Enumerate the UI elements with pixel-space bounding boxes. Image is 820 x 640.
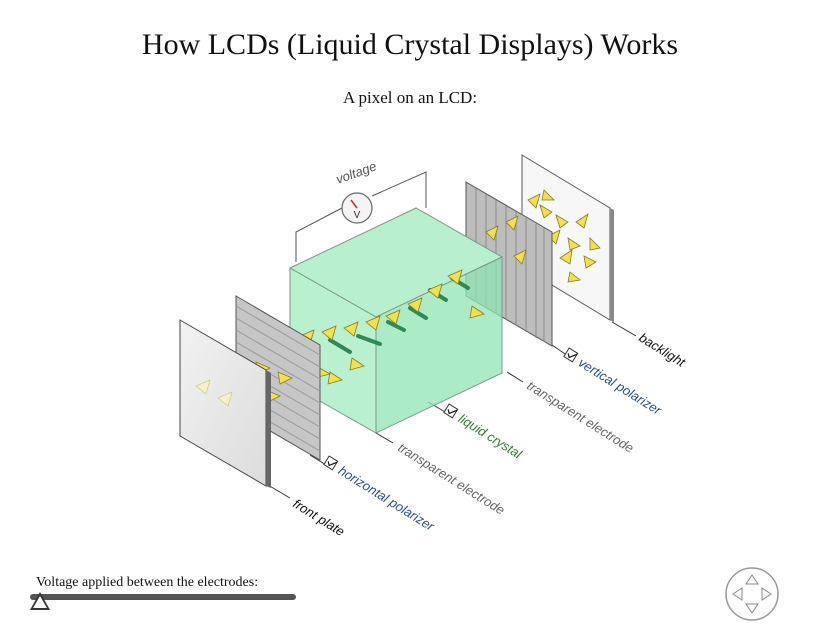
liquid-crystal-label: liquid crystal bbox=[456, 411, 526, 462]
pan-up-icon[interactable] bbox=[745, 574, 759, 585]
liquid-crystal-cell bbox=[288, 207, 504, 434]
voltmeter-icon: V bbox=[341, 192, 373, 224]
horizontal-polarizer-label: horizontal polarizer bbox=[336, 463, 438, 534]
voltage-slider-caption: Voltage applied between the electrodes: bbox=[36, 575, 259, 590]
voltage-slider-thumb[interactable] bbox=[30, 592, 50, 610]
page-title: How LCDs (Liquid Crystal Displays) Works bbox=[141, 28, 679, 61]
checkmark-icon bbox=[327, 461, 338, 467]
backlight-arrows bbox=[539, 189, 601, 283]
pan-right-icon[interactable] bbox=[761, 587, 772, 601]
checkmark-icon bbox=[567, 353, 578, 359]
voltage-slider-track[interactable] bbox=[30, 594, 296, 600]
liquid-crystal-checkbox[interactable] bbox=[443, 403, 459, 419]
pan-down-icon[interactable] bbox=[745, 603, 759, 614]
pan-left-icon[interactable] bbox=[732, 587, 743, 601]
voltage-circuit bbox=[295, 171, 427, 262]
voltage-label: voltage bbox=[334, 158, 379, 186]
pan-navigation-icon[interactable] bbox=[724, 566, 780, 622]
horizontal-polarizer-checkbox[interactable] bbox=[323, 455, 339, 471]
vertical-polarizer-label: vertical polarizer bbox=[576, 355, 665, 418]
voltage-slider[interactable] bbox=[30, 592, 298, 614]
vertical-polarizer-checkbox[interactable] bbox=[563, 347, 579, 363]
front-plate bbox=[179, 319, 271, 488]
svg-text:V: V bbox=[354, 210, 361, 221]
checkmark-icon bbox=[447, 409, 458, 415]
polarized-arrows-back bbox=[485, 193, 541, 265]
diagram-subtitle: A pixel on an LCD: bbox=[342, 88, 478, 107]
backlight-label: backlight bbox=[636, 330, 689, 371]
front-plate-label: front plate bbox=[290, 496, 347, 539]
liquid-crystal-toggle[interactable]: liquid crystal bbox=[442, 402, 525, 462]
